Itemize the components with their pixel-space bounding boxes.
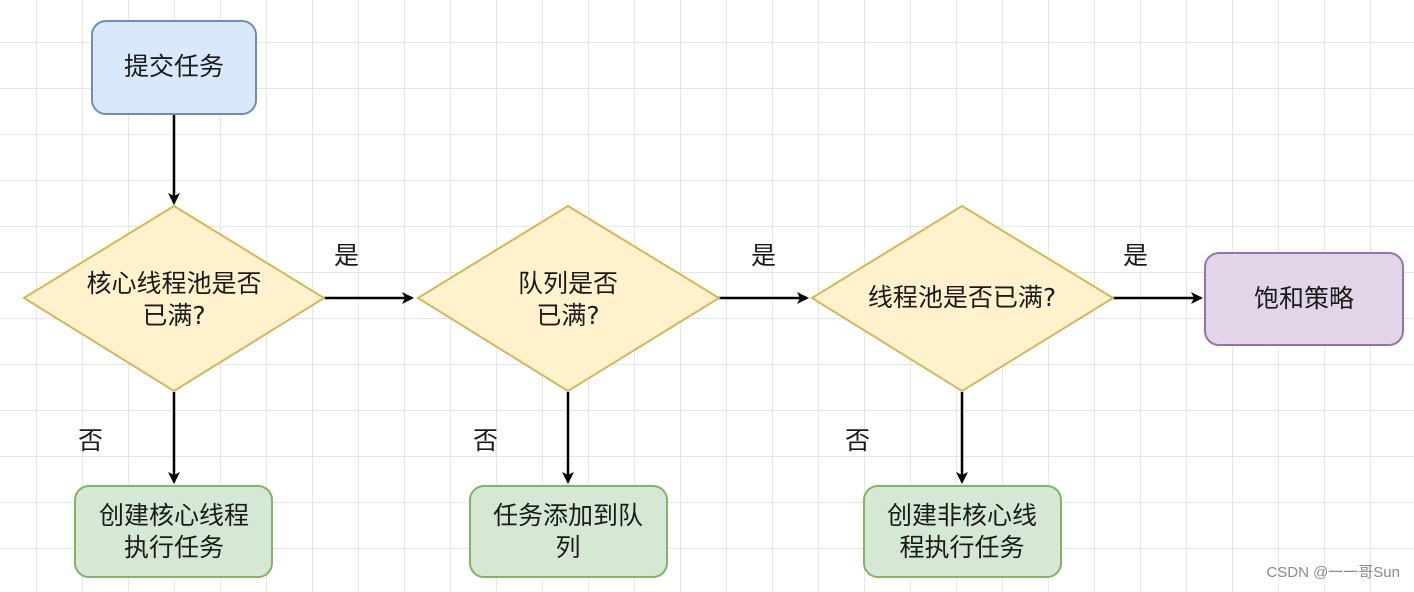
node-create-core-thread-line1: 创建核心线程 [99, 501, 249, 530]
decision-core-pool-full-shape [22, 204, 326, 393]
node-submit-task-box [91, 20, 257, 115]
watermark: CSDN @一一哥Sun [1266, 564, 1400, 581]
decision-queue-full-line2: 已满? [536, 301, 599, 330]
node-saturation-policy: 饱和策略 [1204, 252, 1404, 346]
decision-core-pool-full: 核心线程池是否 已满? [22, 204, 326, 393]
decision-thread-pool-full: 线程池是否已满? [810, 204, 1115, 393]
decision-core-pool-full-line1: 核心线程池是否 [86, 269, 261, 298]
label-yes-3: 是 [1123, 241, 1148, 270]
node-create-noncore-thread-box [863, 485, 1062, 578]
node-create-core-thread-box [74, 485, 273, 578]
label-no-1: 否 [78, 426, 103, 455]
node-create-core-thread-line2: 执行任务 [124, 533, 224, 562]
label-no-2: 否 [473, 426, 498, 455]
edge-labels: 是 是 是 否 否 否 [78, 241, 1148, 455]
node-submit-task-label: 提交任务 [124, 52, 224, 81]
decision-queue-full-line1: 队列是否 [518, 269, 618, 298]
decision-queue-full-shape [416, 204, 721, 393]
decision-core-pool-full-line2: 已满? [142, 301, 205, 330]
decision-queue-full: 队列是否 已满? [416, 204, 721, 393]
node-create-noncore-thread-line2: 程执行任务 [899, 533, 1024, 562]
label-yes-1: 是 [334, 241, 359, 270]
node-create-core-thread: 创建核心线程 执行任务 [74, 485, 273, 578]
node-saturation-policy-label: 饱和策略 [1254, 284, 1354, 313]
label-yes-2: 是 [751, 241, 776, 270]
node-add-to-queue-box [469, 485, 668, 578]
node-create-noncore-thread-line1: 创建非核心线 [887, 501, 1037, 530]
node-create-noncore-thread: 创建非核心线 程执行任务 [863, 485, 1062, 578]
node-add-to-queue: 任务添加到队 列 [469, 485, 668, 578]
node-add-to-queue-line1: 任务添加到队 [493, 501, 643, 530]
node-add-to-queue-line2: 列 [555, 533, 580, 562]
decision-thread-pool-full-shape [810, 204, 1115, 393]
node-saturation-policy-box [1204, 252, 1404, 346]
decision-thread-pool-full-line1: 线程池是否已满? [868, 283, 1056, 312]
label-no-3: 否 [845, 426, 870, 455]
edges [168, 114, 1203, 484]
node-submit-task: 提交任务 [91, 20, 257, 115]
